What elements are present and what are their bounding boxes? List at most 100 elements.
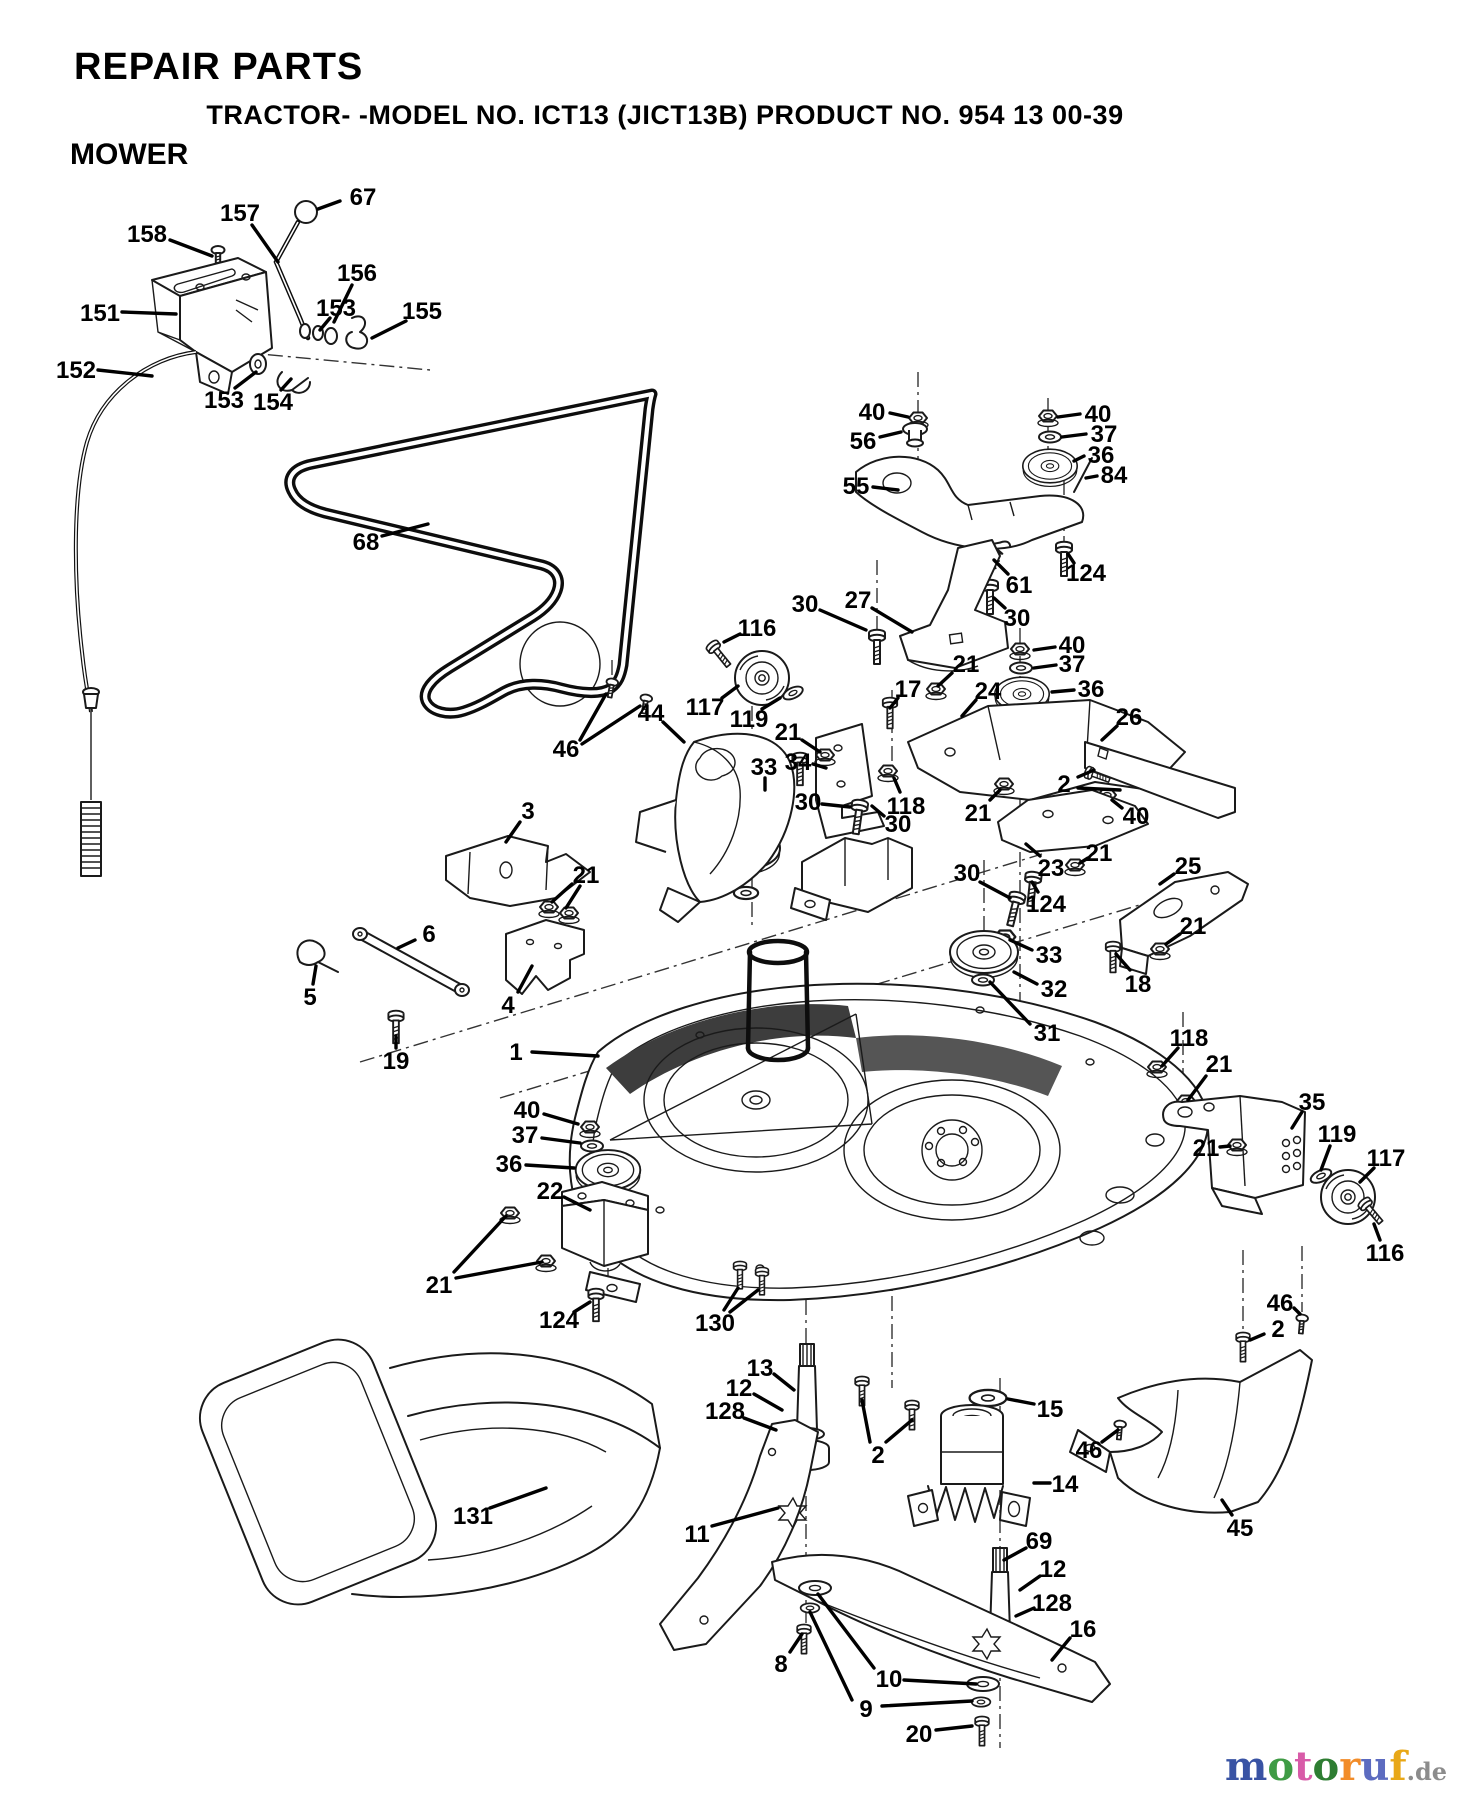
bumper-56: [902, 422, 928, 448]
part-label-119: 119: [730, 706, 769, 733]
part-label-84: 84: [1101, 462, 1128, 489]
watermark-letter: o: [1267, 1743, 1295, 1790]
part-label-118: 118: [887, 793, 926, 820]
leader-line: [564, 884, 582, 910]
leader-line: [316, 199, 342, 211]
leader-line: [540, 1136, 582, 1145]
bracket-3: [445, 835, 591, 907]
retainer-clip-154: [276, 371, 311, 394]
leader-line: [1248, 1332, 1266, 1342]
right-hanger-assembly: [1162, 1095, 1387, 1363]
bracket-23: [997, 789, 1149, 853]
star-hole: [777, 1496, 808, 1530]
part-label-35: 35: [1299, 1089, 1326, 1116]
part-label-26: 26: [1116, 704, 1143, 731]
watermark-logo: motoruf.de: [1225, 1743, 1447, 1790]
part-label-118: 118: [1170, 1025, 1209, 1052]
part-label-21: 21: [953, 651, 980, 678]
part-label-40: 40: [1123, 803, 1150, 830]
leader-line: [1114, 952, 1132, 972]
part-label-116: 116: [738, 615, 777, 642]
leader-line: [1060, 432, 1088, 439]
part-label-45: 45: [1227, 1515, 1254, 1542]
leader-line: [661, 720, 686, 744]
part-label-30: 30: [795, 789, 822, 816]
bearing-15: [968, 1388, 1008, 1408]
part-label-2: 2: [871, 1442, 884, 1469]
part-label-117: 117: [1367, 1145, 1406, 1172]
part-label-36: 36: [1078, 676, 1105, 703]
washer-153: [249, 353, 267, 375]
part-label-25: 25: [1175, 853, 1202, 880]
part-label-13: 13: [747, 1355, 774, 1382]
part-label-22: 22: [537, 1178, 564, 1205]
part-label-21: 21: [573, 862, 600, 889]
hairpin-5: [296, 939, 339, 973]
part-label-8: 8: [774, 1651, 787, 1678]
leader-line: [1066, 552, 1076, 565]
leader-line: [580, 704, 642, 746]
leader-line: [380, 522, 430, 538]
leader-line: [1050, 1636, 1072, 1662]
part-label-67: 67: [350, 184, 377, 211]
leader-line: [96, 368, 154, 378]
leader-line: [728, 1288, 760, 1314]
part-label-154: 154: [253, 389, 294, 416]
discharge-chute: [198, 1338, 661, 1606]
leader-line: [811, 762, 828, 770]
part-label-68: 68: [353, 529, 380, 556]
part-label-14: 14: [1052, 1471, 1079, 1498]
part-label-37: 37: [1091, 421, 1118, 448]
bolt-20: [974, 1715, 990, 1747]
leader-line: [884, 1418, 914, 1444]
part-label-124: 124: [1066, 560, 1107, 587]
leader-line: [504, 820, 522, 844]
leader-line: [800, 738, 822, 754]
leader-line: [722, 1286, 740, 1312]
leader-line: [936, 671, 954, 688]
left-hanger-brackets: [296, 676, 796, 1045]
leader-line: [1290, 1110, 1304, 1130]
leader-line: [1018, 1574, 1042, 1592]
page-title: REPAIR PARTS: [74, 46, 364, 88]
leader-line: [578, 692, 608, 742]
part-label-4: 4: [501, 992, 515, 1019]
leader-line: [454, 1260, 544, 1280]
leader-line: [871, 485, 900, 492]
leader-line: [1319, 1144, 1332, 1172]
leader-line: [1100, 724, 1119, 742]
watermark-suffix: .de: [1406, 1757, 1447, 1786]
bracket-34: [815, 723, 885, 839]
part-label-128: 128: [705, 1398, 745, 1425]
leader-line: [788, 1632, 804, 1654]
leader-line: [1164, 932, 1182, 946]
part-label-31: 31: [1034, 1020, 1061, 1047]
leader-line: [233, 370, 258, 390]
leader-line: [370, 319, 408, 340]
star-hole: [971, 1627, 1002, 1661]
left-deck-idler: [499, 1120, 770, 1323]
leader-line: [960, 698, 978, 718]
part-label-2: 2: [1271, 1316, 1284, 1343]
drive-belt: [284, 388, 658, 719]
leader-line: [396, 938, 417, 950]
leader-line: [880, 1699, 974, 1708]
leader-line: [878, 430, 903, 439]
part-label-21: 21: [1193, 1135, 1220, 1162]
leader-line: [1110, 798, 1124, 810]
clutch-bracket-27: [899, 539, 1009, 669]
part-label-157: 157: [220, 200, 260, 227]
leader-line: [1050, 688, 1076, 694]
part-label-33: 33: [1036, 942, 1063, 969]
part-label-6: 6: [422, 921, 435, 948]
leader-line: [818, 608, 868, 632]
part-label-1: 1: [509, 1039, 522, 1066]
leader-line: [1012, 970, 1039, 986]
part-label-20: 20: [906, 1721, 933, 1748]
leader-line: [1006, 1397, 1036, 1406]
leader-lines: [96, 199, 1382, 1732]
leader-line: [1072, 454, 1086, 463]
part-label-24: 24: [975, 678, 1002, 705]
